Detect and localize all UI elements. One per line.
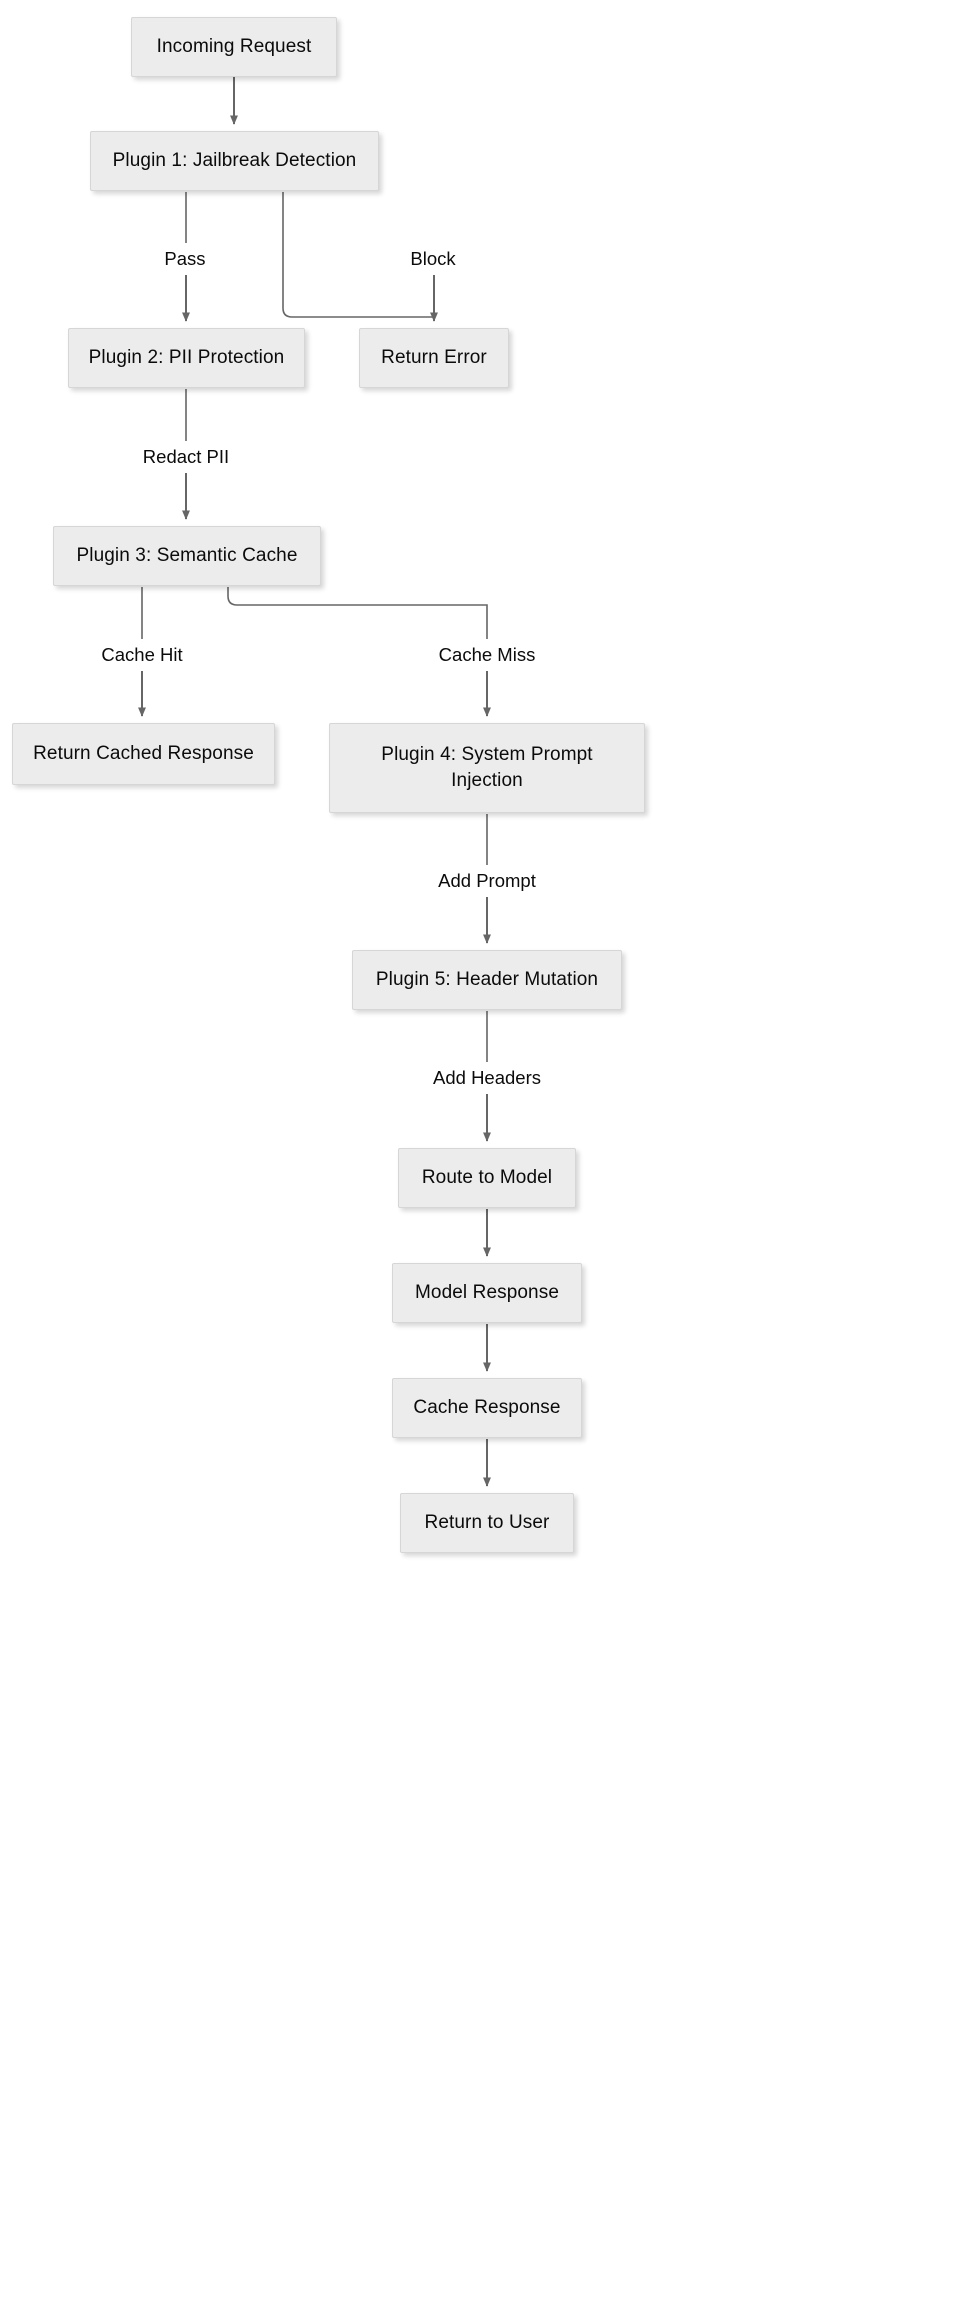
node-plugin-5-header-mutation[interactable]: Plugin 5: Header Mutation [352,950,622,1010]
node-label: Return Error [381,346,487,368]
node-label: Plugin 2: PII Protection [88,346,285,368]
node-label: Cache Response [413,1396,561,1418]
node-label: Plugin 5: Header Mutation [375,968,599,990]
node-label: Plugin 1: Jailbreak Detection [112,149,357,171]
node-plugin-1-jailbreak-detection[interactable]: Plugin 1: Jailbreak Detection [90,131,379,191]
edge-label-add-headers: Add Headers [433,1066,541,1088]
node-label: Model Response [415,1281,559,1303]
edge-label-add-prompt: Add Prompt [438,869,536,891]
node-return-cached-response[interactable]: Return Cached Response [12,723,275,785]
edge-label-cache-miss: Cache Miss [438,643,536,665]
edge-label-pass: Pass [164,247,206,269]
node-label: Return to User [424,1511,550,1533]
node-plugin-3-semantic-cache[interactable]: Plugin 3: Semantic Cache [53,526,321,586]
node-label: Plugin 4: System Prompt Injection [381,743,593,791]
node-route-to-model[interactable]: Route to Model [398,1148,576,1208]
node-label: Route to Model [421,1166,553,1188]
edge-label-cache-hit: Cache Hit [101,643,183,665]
node-incoming-request[interactable]: Incoming Request [131,17,337,77]
node-label: Return Cached Response [33,742,254,764]
node-plugin-2-pii-protection[interactable]: Plugin 2: PII Protection [68,328,305,388]
edge-plugin3-to-plugin4-cache-miss [227,587,488,639]
node-plugin-4-system-prompt-injection[interactable]: Plugin 4: System Prompt Injection [329,723,645,813]
node-label: Incoming Request [156,35,312,57]
node-cache-response[interactable]: Cache Response [392,1378,582,1438]
node-return-error[interactable]: Return Error [359,328,509,388]
node-label: Plugin 3: Semantic Cache [76,544,298,566]
edge-label-block: Block [410,247,456,269]
node-return-to-user[interactable]: Return to User [400,1493,574,1553]
node-model-response[interactable]: Model Response [392,1263,582,1323]
edge-label-redact-pii: Redact PII [142,445,230,467]
